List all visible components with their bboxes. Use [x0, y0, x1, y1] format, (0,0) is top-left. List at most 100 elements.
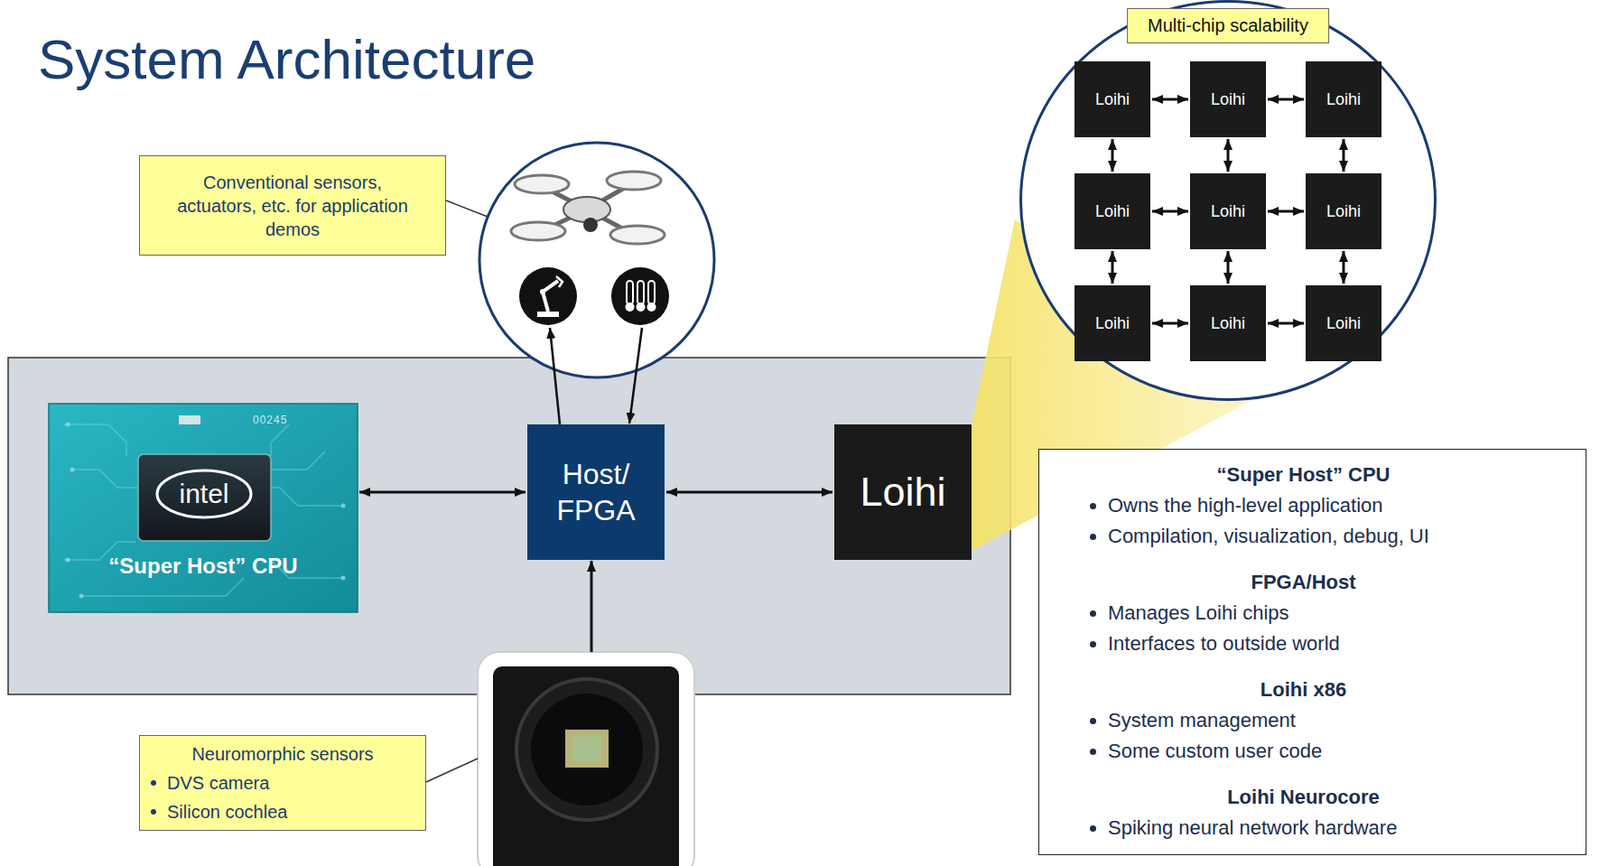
bullet-item: Compilation, visualization, debug, UI [1039, 520, 1568, 552]
node-text: Loihi [1095, 202, 1130, 221]
text-block: Host/ FPGA [546, 455, 646, 529]
node-text: “Super Host” CPU [1217, 463, 1391, 486]
actuator-arrow [549, 327, 560, 425]
dvs-camera-picture [477, 651, 695, 866]
double-arrow [1342, 251, 1346, 284]
leader-line [446, 200, 488, 217]
bullet-dot [1089, 641, 1097, 648]
double-arrow [1342, 139, 1346, 172]
loihi-chip-box: Loihi [1305, 285, 1382, 362]
title-text: System Architecture [37, 27, 536, 91]
text-block: Loihi [1210, 90, 1246, 110]
text-block: 00245 [252, 413, 288, 427]
bullet-dot [1089, 825, 1097, 832]
double-arrow [1152, 210, 1189, 214]
node-text: “Super Host” CPU [108, 553, 298, 578]
leader-line [426, 758, 478, 782]
node-text: Loihi [1210, 314, 1246, 333]
text-block: Neuromorphic sensors [148, 739, 417, 769]
loihi-chip-box: Loihi [1190, 173, 1266, 250]
text-block: “Super Host” CPU [1039, 459, 1568, 491]
camera-arrow [590, 560, 594, 652]
node-text: 00245 [252, 413, 288, 427]
double-arrow [1152, 322, 1189, 326]
callout-box: Conventional sensors, actuators, etc. fo… [139, 155, 447, 256]
text-block: Multi-chip scalability [1126, 8, 1330, 44]
cpu-chip-picture [48, 403, 358, 613]
node-text: Loihi x86 [1260, 678, 1347, 701]
node-text: Some custom user code [1107, 735, 1322, 767]
bullet-item: Silicon cochlea [148, 797, 417, 827]
node-text: System management [1107, 705, 1296, 736]
loihi-chip-box: Loihi [1074, 285, 1151, 362]
text-block: Loihi [1326, 202, 1361, 222]
loihi-chip-box: Loihi [1305, 173, 1382, 250]
bullet-item: Manages Loihi chips [1039, 597, 1568, 629]
drone-picture [511, 171, 665, 244]
double-arrow [1111, 139, 1115, 172]
text-block: Loihi [1095, 90, 1130, 110]
node-text: Loihi [1210, 90, 1246, 109]
logo-ring [157, 470, 252, 518]
text-block: Loihi x86 [1039, 674, 1568, 706]
text-block: Loihi [1210, 314, 1246, 334]
text-block: Loihi [859, 468, 946, 516]
logo-die [138, 454, 271, 541]
node-text: intel [178, 478, 229, 510]
bullet-item: System management [1039, 705, 1568, 736]
node-text: Loihi Neurocore [1227, 785, 1380, 809]
bullet-dot [1089, 717, 1097, 725]
text-block: Loihi [1326, 314, 1361, 334]
double-arrow [666, 491, 833, 494]
loihi-box: Loihi [834, 424, 972, 560]
loihi-chip-box: Loihi [1190, 61, 1266, 138]
bullet-item: DVS camera [148, 768, 417, 798]
text-block: Loihi [1210, 202, 1246, 222]
double-arrow [1267, 98, 1304, 102]
text-block: Loihi [1326, 90, 1361, 110]
text-block: Loihi Neurocore [1039, 781, 1568, 813]
double-arrow [1227, 139, 1230, 172]
node-text: Host/ FPGA [546, 455, 646, 529]
chip-pads [65, 422, 346, 599]
node-text: Loihi [1326, 202, 1361, 221]
bullet-dot [1089, 748, 1097, 755]
bullet-dot [1089, 533, 1097, 540]
legend-box: “Super Host” CPU Owns the high-level appl… [1038, 448, 1587, 856]
node-text: Loihi [1095, 90, 1130, 109]
bullet-dot [1089, 502, 1097, 510]
node-text: Loihi [1326, 90, 1361, 109]
cpu-chip: 00245 intel “Super Host” CPU [48, 403, 358, 613]
robot-arm-icon [519, 267, 577, 326]
node-text: Conventional sensors, actuators, etc. fo… [176, 172, 409, 240]
text-block: intel [160, 475, 248, 512]
loihi-chip-box: Loihi [1074, 61, 1151, 138]
bullet-item: Owns the high-level application [1039, 490, 1568, 521]
bullet-dot [150, 780, 157, 786]
node-text: Loihi [859, 468, 946, 515]
double-arrow [1227, 251, 1230, 284]
text-block: FPGA/Host [1039, 567, 1568, 598]
node-text: FPGA/Host [1250, 570, 1356, 594]
bullet-item: Some custom user code [1039, 735, 1568, 767]
system-panel [8, 357, 1011, 695]
node-text: Neuromorphic sensors [191, 744, 373, 764]
zoom-circle-fill [1019, 0, 1437, 401]
bullet-dot [1089, 610, 1097, 617]
loihi-chip-box: Loihi [1190, 285, 1266, 362]
node-text: Loihi [1326, 314, 1361, 333]
text-block: “Super Host” CPU [48, 553, 358, 579]
node-text: DVS camera [167, 768, 270, 798]
circuit-traces [63, 424, 344, 596]
text-block: Loihi [1095, 202, 1130, 222]
node-text: Loihi [1095, 314, 1130, 333]
drone-body [563, 196, 611, 223]
page-title: System Architecture [37, 27, 536, 92]
node-text: Spiking neural network hardware [1107, 812, 1397, 844]
node-text: Interfaces to outside world [1107, 628, 1340, 660]
node-text: Silicon cochlea [167, 797, 288, 827]
node-text: Owns the high-level application [1107, 490, 1384, 521]
loihi-chip-box: Loihi [1074, 173, 1151, 250]
